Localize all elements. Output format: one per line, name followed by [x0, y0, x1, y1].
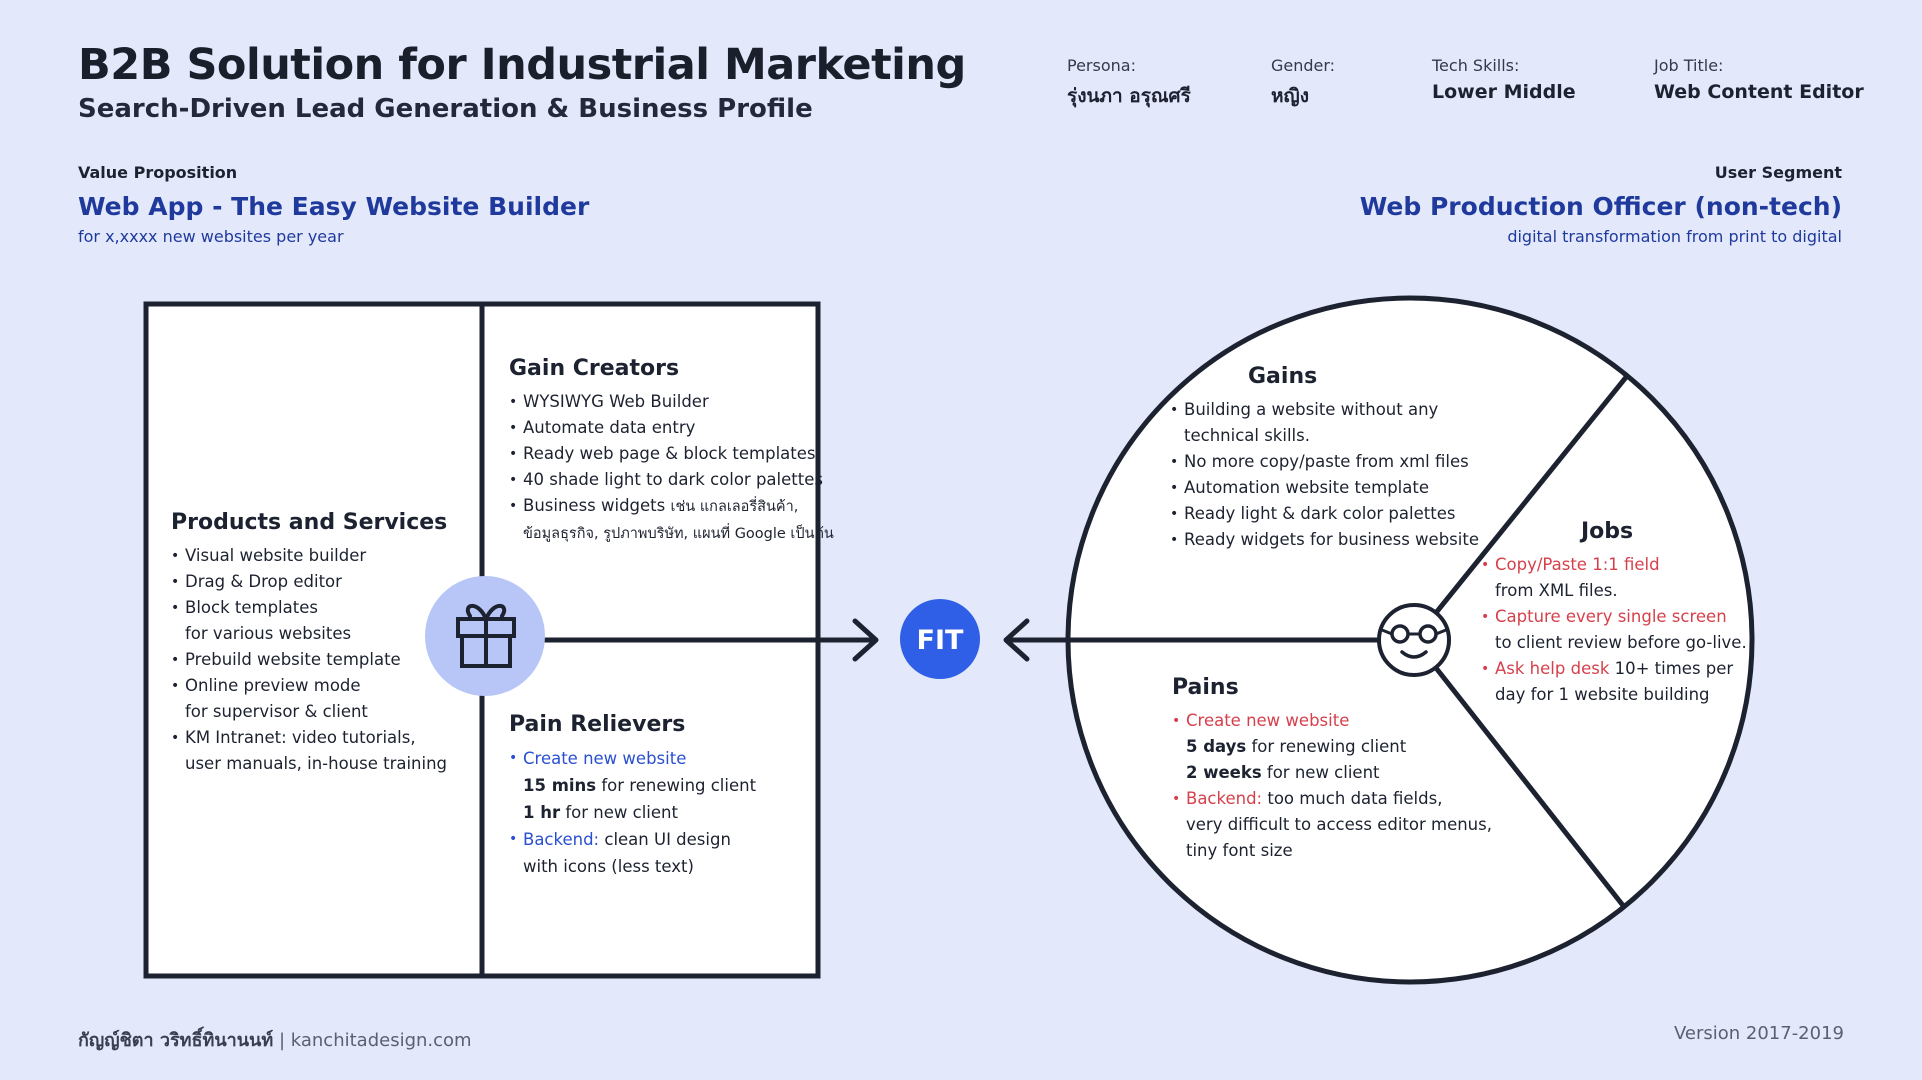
list-item: No more copy/paste from xml files	[1170, 449, 1479, 475]
user-segment-title: Web Production Officer (non-tech)	[1359, 192, 1842, 221]
value-proposition: Value Proposition Web App - The Easy Web…	[78, 163, 589, 246]
list-item: to client review before go-live.	[1495, 633, 1747, 652]
pain-relievers-panel: Pain Relievers Create new website 15 min…	[509, 712, 756, 880]
list-item: Create new website	[1172, 708, 1492, 734]
list-item: Business widgets เช่น แกลเลอรี่สินค้า,	[509, 493, 834, 520]
page-subtitle: Search-Driven Lead Generation & Business…	[78, 94, 813, 124]
tech-skills-block: Tech Skills: Lower Middle	[1432, 56, 1576, 103]
list-item: day for 1 website building	[1495, 685, 1710, 704]
list-item: for supervisor & client	[185, 702, 368, 721]
list-item: Building a website without any	[1170, 397, 1479, 423]
list-item: Drag & Drop editor	[171, 569, 447, 595]
pains-heading: Pains	[1172, 675, 1239, 700]
gains-list: Building a website without any technical…	[1170, 397, 1479, 553]
tech-skills-value: Lower Middle	[1432, 81, 1576, 103]
footer-site-link[interactable]: kanchitadesign.com	[290, 1030, 472, 1051]
list-item: Capture every single screen	[1481, 604, 1747, 630]
list-item: from XML files.	[1495, 581, 1618, 600]
products-services-panel: Products and Services Visual website bui…	[171, 510, 447, 777]
list-item: Automation website template	[1170, 475, 1479, 501]
gender-block: Gender: หญิง	[1271, 56, 1335, 111]
footer-separator: |	[273, 1030, 291, 1051]
gain-creators-list: WYSIWYG Web Builder Automate data entry …	[509, 389, 834, 547]
list-item-thai: เช่น แกลเลอรี่สินค้า,	[670, 499, 799, 515]
customer-face-icon	[1377, 603, 1451, 677]
footer-credit: กัญญ์ชิตา วริทธิ์ทินานนท์ | kanchitadesi…	[78, 1025, 472, 1054]
pains-panel: Pains Create new website 5 days for rene…	[1172, 675, 1492, 864]
list-item: Backend: too much data fields,	[1172, 786, 1492, 812]
list-item: Ask help desk 10+ times per	[1481, 656, 1747, 682]
list-item: Prebuild website template	[171, 647, 447, 673]
list-item: Block templates	[171, 595, 447, 621]
gift-icon	[425, 576, 545, 696]
list-item: Visual website builder	[171, 543, 447, 569]
list-item: Automate data entry	[509, 415, 834, 441]
page-title: B2B Solution for Industrial Marketing	[78, 40, 966, 90]
list-item: WYSIWYG Web Builder	[509, 389, 834, 415]
list-item: 2 weeks for new client	[1186, 763, 1380, 782]
persona-name-block: Persona: รุ่งนภา อรุณศรี	[1067, 56, 1191, 111]
footer-version: Version 2017-2019	[1673, 1023, 1844, 1044]
list-item: Ready web page & block templates	[509, 441, 834, 467]
persona-value: รุ่งนภา อรุณศรี	[1067, 85, 1191, 107]
fit-label: FIT	[917, 625, 964, 656]
user-segment-sub: digital transformation from print to dig…	[1507, 227, 1842, 246]
list-item: Online preview mode	[171, 673, 447, 699]
pain-relievers-list: Create new website 15 mins for renewing …	[509, 745, 756, 880]
list-item: Ready widgets for business website	[1170, 527, 1479, 553]
list-item: user manuals, in-house training	[185, 754, 448, 773]
jobs-panel: Jobs Copy/Paste 1:1 field from XML files…	[1481, 519, 1747, 708]
list-item: for various websites	[185, 624, 352, 643]
value-proposition-label: Value Proposition	[78, 163, 238, 182]
persona-label: Persona:	[1067, 56, 1136, 75]
profile-divider-lower	[1412, 638, 1627, 910]
gender-label: Gender:	[1271, 56, 1336, 75]
value-proposition-title: Web App - The Easy Website Builder	[78, 192, 590, 221]
products-services-list: Visual website builder Drag & Drop edito…	[171, 543, 447, 777]
user-segment: User Segment Web Production Officer (non…	[1360, 163, 1842, 246]
list-item: Create new website	[509, 745, 756, 772]
list-item: with icons (less text)	[523, 857, 694, 876]
arrow-right-icon	[852, 618, 879, 662]
tech-skills-label: Tech Skills:	[1432, 56, 1520, 75]
list-item: Backend: clean UI design	[509, 826, 756, 853]
profile-divider-upper	[1412, 374, 1629, 642]
list-item-text: Business widgets	[523, 496, 666, 515]
job-title-block: Job Title: Web Content Editor	[1654, 56, 1864, 103]
footer-author: กัญญ์ชิตา วริทธิ์ทินานนท์	[78, 1030, 274, 1051]
list-item: very difficult to access editor menus,	[1186, 815, 1492, 834]
gain-creators-panel: Gain Creators WYSIWYG Web Builder Automa…	[509, 356, 834, 547]
user-segment-label: User Segment	[1714, 163, 1842, 182]
list-item: Copy/Paste 1:1 field	[1481, 552, 1747, 578]
value-proposition-sub: for x,xxxx new websites per year	[78, 227, 344, 246]
list-item: KM Intranet: video tutorials,	[171, 725, 447, 751]
list-item: 1 hr for new client	[523, 803, 678, 822]
list-item: ข้อมูลธุรกิจ, รูปภาพบริษัท, แผนที่ Googl…	[509, 520, 834, 547]
arrow-left-icon	[1003, 618, 1030, 662]
products-services-heading: Products and Services	[171, 510, 448, 535]
jobs-heading: Jobs	[1581, 519, 1634, 544]
list-item: 15 mins for renewing client	[523, 776, 757, 795]
job-title-value: Web Content Editor	[1654, 81, 1864, 103]
list-item: tiny font size	[1186, 841, 1293, 860]
list-item-thai: ข้อมูลธุรกิจ, รูปภาพบริษัท, แผนที่ Googl…	[523, 526, 834, 542]
fit-circle	[900, 599, 980, 679]
gains-heading: Gains	[1248, 364, 1318, 389]
list-item: 5 days for renewing client	[1186, 737, 1407, 756]
gender-value: หญิง	[1271, 85, 1309, 107]
gain-creators-heading: Gain Creators	[509, 356, 680, 381]
list-item: Ready light & dark color palettes	[1170, 501, 1479, 527]
jobs-list: Copy/Paste 1:1 field from XML files. Cap…	[1481, 552, 1747, 708]
gains-panel: Gains Building a website without any tec…	[1170, 364, 1479, 553]
list-item: 40 shade light to dark color palettes	[509, 467, 834, 493]
job-title-label: Job Title:	[1654, 56, 1724, 75]
list-item: technical skills.	[1184, 426, 1310, 445]
pain-relievers-heading: Pain Relievers	[509, 712, 686, 737]
pains-list: Create new website 5 days for renewing c…	[1172, 708, 1492, 864]
